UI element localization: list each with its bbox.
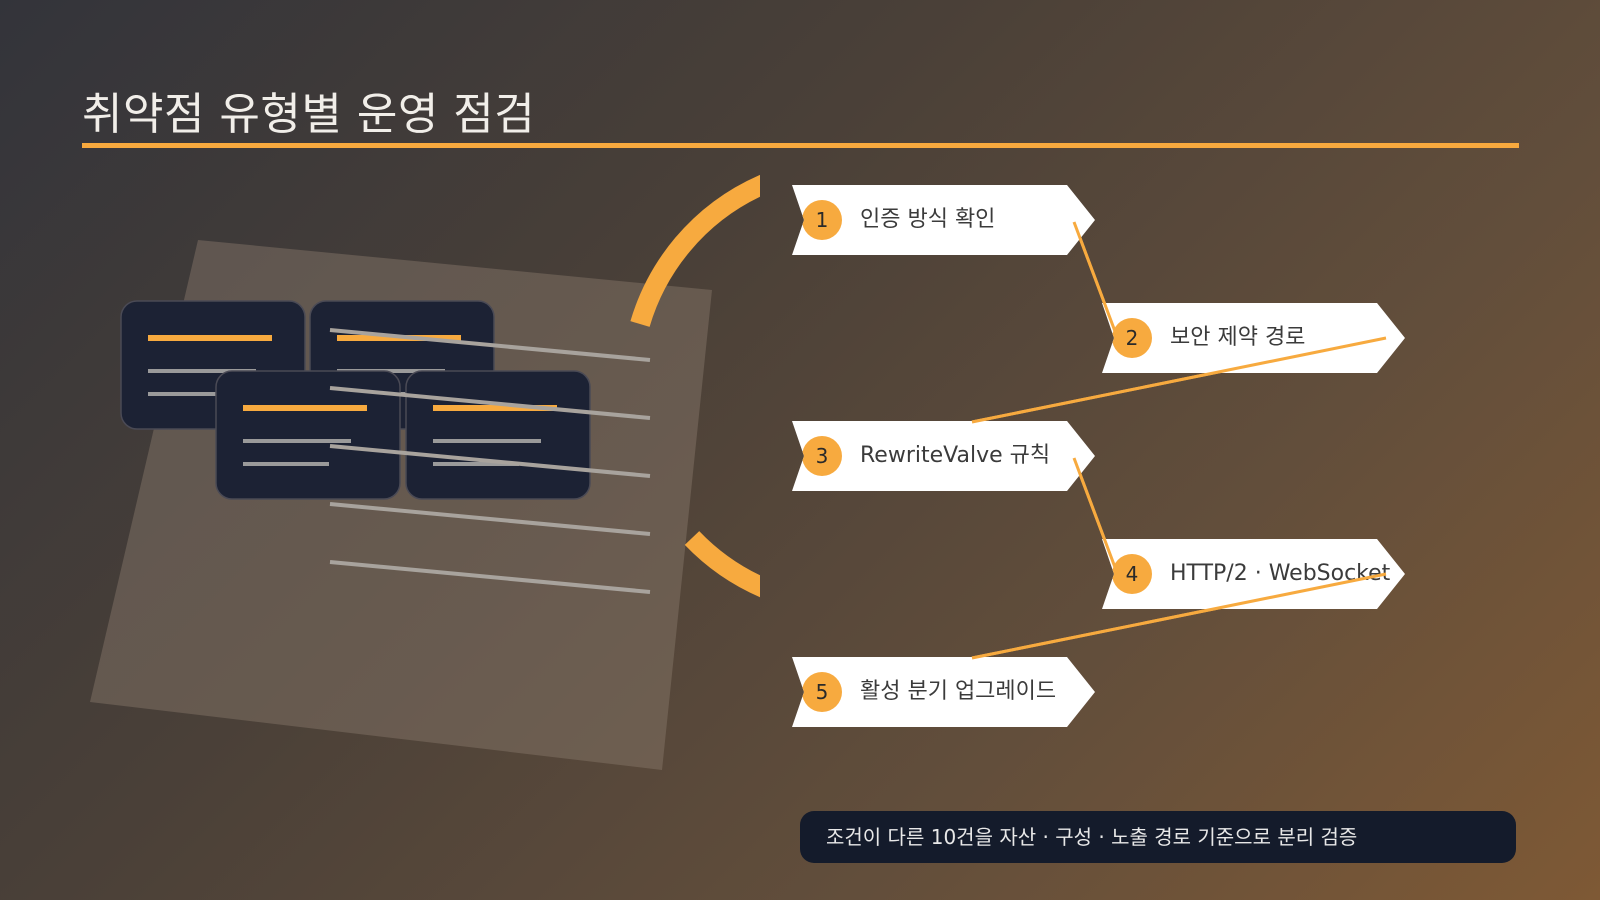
illustration-documents [90, 174, 760, 770]
step-number-badge: 1 [802, 200, 842, 240]
step-number-badge: 4 [1112, 554, 1152, 594]
step-1: 1 인증 방식 확인 [792, 185, 1095, 255]
step-number-badge: 5 [802, 672, 842, 712]
slide-title: 취약점 유형별 운영 점검 [82, 89, 536, 140]
step-3: 3 RewriteValve 규칙 [792, 421, 1095, 491]
step-4: 4 HTTP/2 · WebSocket [1102, 539, 1405, 609]
step-label: RewriteValve 규칙 [860, 443, 1051, 468]
progress-ring [630, 174, 760, 598]
step-label: 활성 분기 업그레이드 [860, 679, 1057, 704]
summary-note: 조건이 다른 10건을 자산 · 구성 · 노출 경로 기준으로 분리 검증 [800, 811, 1516, 863]
step-2: 2 보안 제약 경로 [1102, 303, 1405, 373]
step-number-badge: 3 [802, 436, 842, 476]
step-label: HTTP/2 · WebSocket [1170, 561, 1391, 586]
step-label: 인증 방식 확인 [860, 207, 996, 232]
title-underline [82, 143, 1519, 148]
summary-text: 조건이 다른 10건을 자산 · 구성 · 노출 경로 기준으로 분리 검증 [826, 825, 1358, 849]
step-number-badge: 2 [1112, 318, 1152, 358]
step-5: 5 활성 분기 업그레이드 [792, 657, 1095, 727]
document-card-3 [215, 370, 401, 500]
document-card-4 [405, 370, 591, 500]
step-label: 보안 제약 경로 [1170, 325, 1306, 350]
scan-lines [329, 328, 651, 594]
